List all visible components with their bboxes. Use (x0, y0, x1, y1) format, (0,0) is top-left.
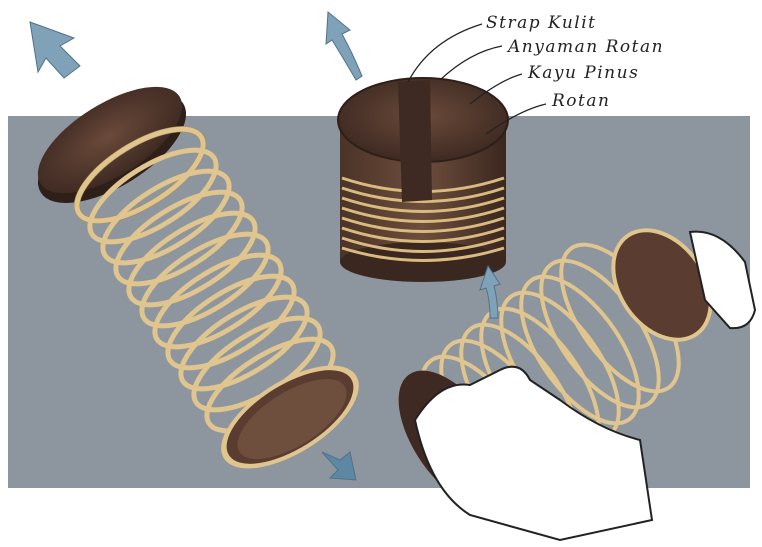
leader-line (408, 24, 482, 82)
label-kayu-pinus: Kayu Pinus (527, 63, 639, 83)
rotate-arrow-icon (326, 12, 362, 80)
label-strap-kulit: Strap Kulit (486, 13, 597, 33)
expand-arrow-icon (30, 22, 80, 78)
leader-line (440, 46, 502, 80)
leather-strap (398, 80, 432, 202)
label-rotan: Rotan (551, 91, 610, 111)
compressed-lamp (338, 78, 508, 282)
label-anyaman-rotan: Anyaman Rotan (506, 37, 664, 57)
